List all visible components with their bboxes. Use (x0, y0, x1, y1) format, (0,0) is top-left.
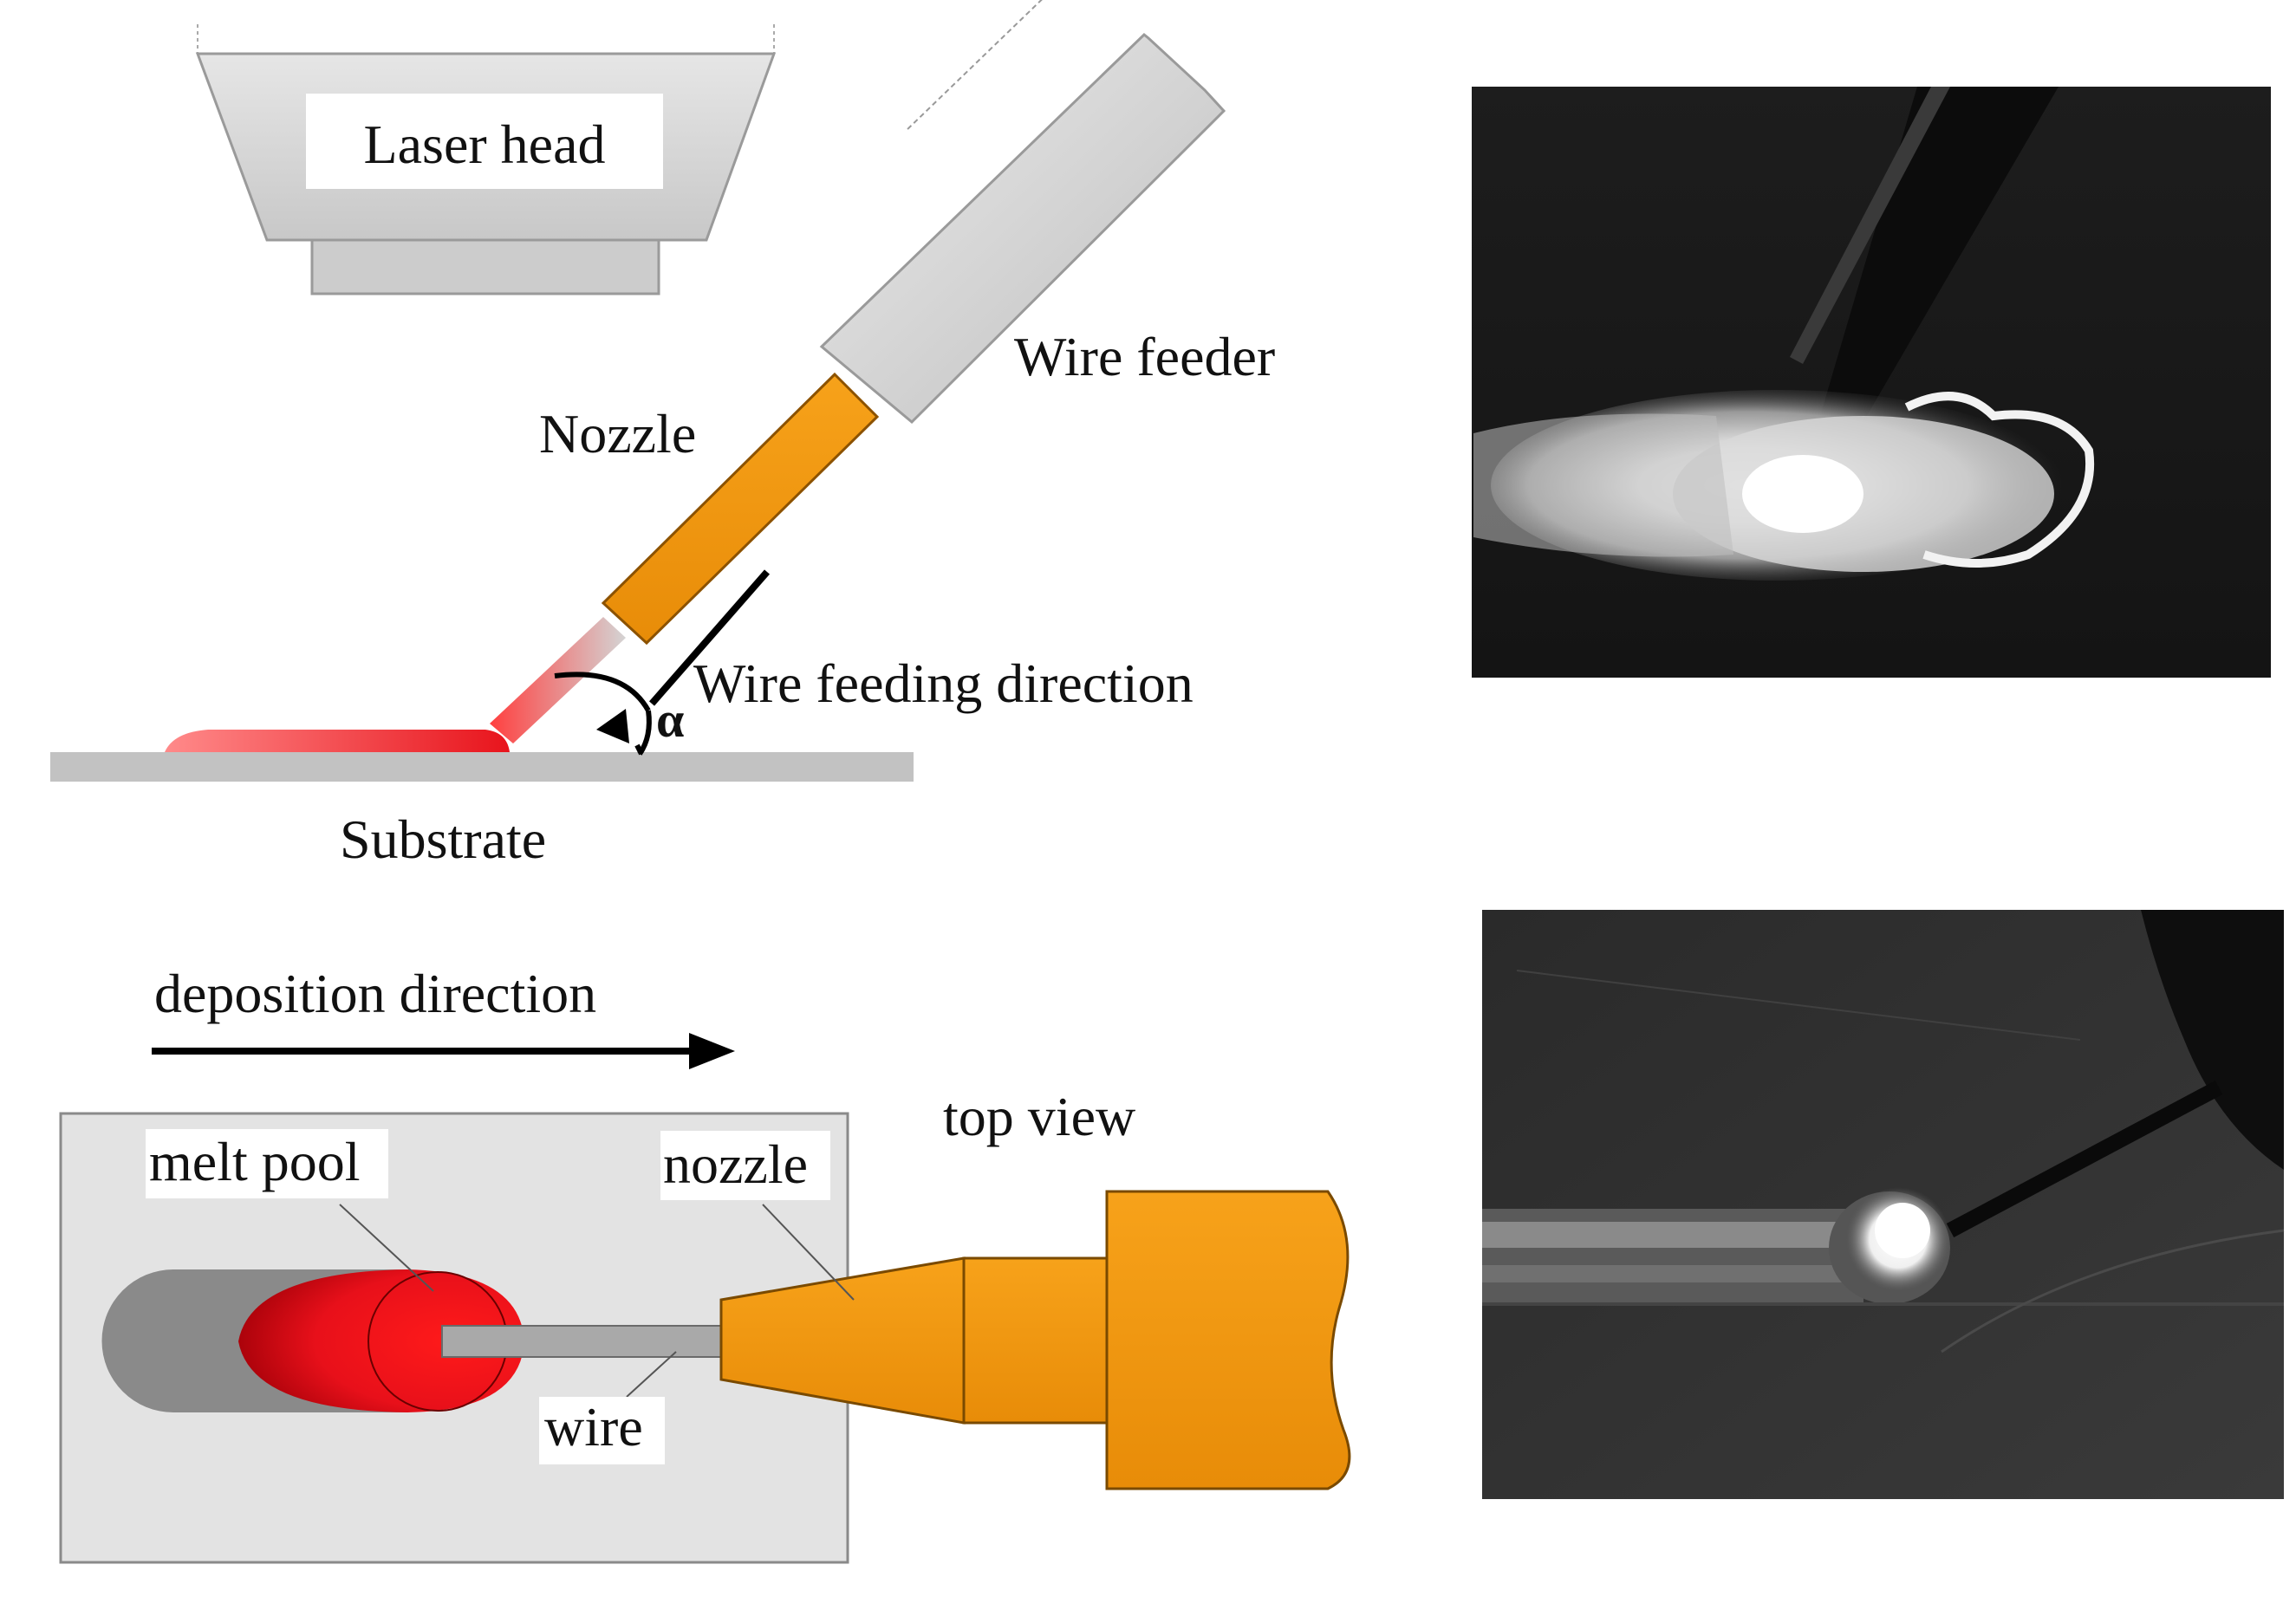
wire-feeder (819, 0, 1226, 425)
side-view-photo (1472, 87, 2271, 678)
substrate-label: Substrate (340, 808, 546, 870)
top-view-label: top view (943, 1086, 1135, 1147)
wire-feeding-direction-label: Wire feeding direction (693, 652, 1194, 714)
melt-pool-label: melt pool (149, 1131, 361, 1192)
nozzle-top-label: nozzle (663, 1133, 808, 1195)
top-view-nozzle (719, 1190, 1351, 1490)
wire-feeding-direction-indicator (554, 569, 771, 756)
laser-head-label: Laser head (364, 114, 606, 175)
deposited-bead (165, 730, 510, 752)
deposition-direction-arrow (152, 1033, 735, 1069)
wire-label: wire (544, 1396, 643, 1457)
nozzle (601, 372, 880, 646)
wire-tip (490, 617, 626, 743)
wire (441, 1325, 725, 1358)
angle-alpha-symbol: α (656, 691, 684, 748)
top-view-photo (1482, 910, 2285, 1499)
laser-head: Laser head (195, 24, 777, 295)
wire-feeder-label: Wire feeder (1014, 326, 1275, 387)
nozzle-label: Nozzle (539, 403, 696, 464)
substrate (50, 752, 914, 782)
deposition-direction-label: deposition direction (154, 963, 596, 1024)
